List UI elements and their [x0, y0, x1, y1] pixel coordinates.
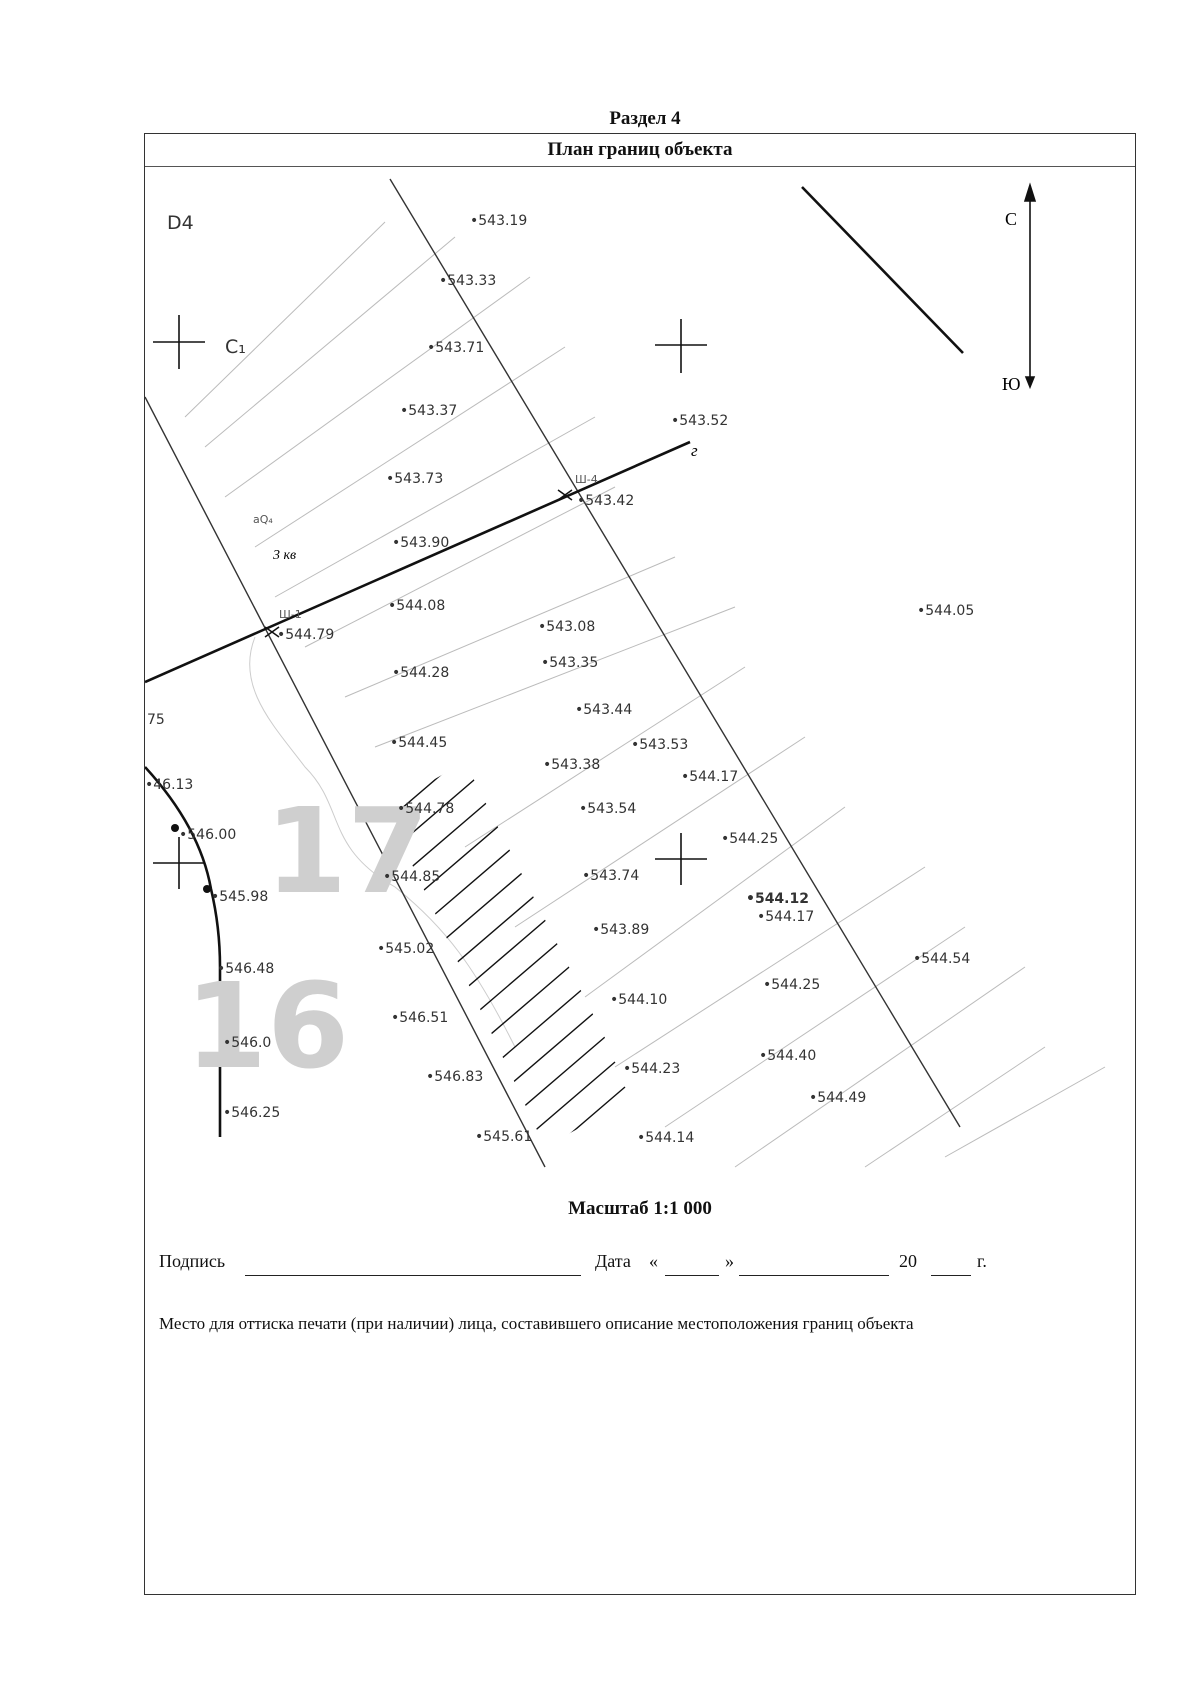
elevation-points: •543.19 •543.33 •543.71 •543.37 •543.73 …	[145, 213, 974, 1146]
elevation-point: •546.48	[217, 961, 274, 977]
elevation-point: •546.51	[391, 1010, 448, 1026]
elevation-point: •544.17	[757, 909, 814, 925]
year-line	[931, 1275, 971, 1276]
elevation-point: •543.35	[541, 655, 598, 671]
stamp-note: Место для оттиска печати (при наличии) л…	[159, 1314, 914, 1333]
elevation-point: •544.45	[390, 735, 447, 751]
scale-label: Масштаб 1:1 000	[568, 1198, 712, 1219]
quote-open: «	[649, 1251, 658, 1271]
elevation-point: •543.89	[592, 922, 649, 938]
elevation-point: •546.83	[426, 1069, 483, 1085]
road-boundary-right	[389, 178, 961, 1128]
elevation-point: •543.19	[470, 213, 527, 229]
station-right-label: Ш-4	[575, 473, 598, 486]
parcel-number-17: 17	[265, 782, 429, 920]
elevation-point: •544.14	[637, 1130, 694, 1146]
edge-label: 75	[147, 712, 165, 728]
road-boundary-left	[145, 396, 546, 1168]
north-label: С	[1005, 209, 1017, 229]
grid-crosses	[153, 315, 707, 889]
elevation-point: •544.08	[388, 598, 445, 614]
elevation-point: •543.71	[427, 340, 484, 356]
signature-line	[245, 1275, 581, 1276]
parcel-number-16: 16	[185, 957, 349, 1095]
boundary-point	[203, 885, 211, 893]
year-suffix: г.	[977, 1251, 987, 1271]
elevation-point: •545.61	[475, 1129, 532, 1145]
elevation-point: •546.0	[223, 1035, 271, 1051]
elevation-point: •546.25	[223, 1105, 280, 1121]
contour-label: aQ₄	[253, 513, 273, 526]
signature-row: Подпись Дата « » 20 г.	[159, 1251, 1119, 1281]
sheet-code: D4	[167, 212, 194, 234]
elevation-point: •46.13	[145, 777, 193, 793]
elevation-point: •543.38	[543, 757, 600, 773]
elevation-point: •543.73	[386, 471, 443, 487]
station-left-label: Ш-1	[279, 608, 302, 621]
boundary-plan-map: С Ю Ш-1 Ш-4 D4 C₁ aQ₄ 3 кв г 75 17 16 •5…	[145, 178, 1106, 1168]
elevation-point: •544.25	[721, 831, 778, 847]
elevation-point: •543.44	[575, 702, 632, 718]
elevation-point: •544.10	[610, 992, 667, 1008]
marker-c1: C₁	[225, 336, 246, 358]
elevation-point: •544.85	[383, 869, 440, 885]
document-frame: План границ объекта	[144, 133, 1136, 1595]
south-label: Ю	[1002, 374, 1021, 394]
elevation-point: •543.08	[538, 619, 595, 635]
grid-lines	[184, 221, 1106, 1168]
station-markers	[264, 489, 573, 638]
elevation-point: •545.98	[211, 889, 268, 905]
elevation-point: •543.53	[631, 737, 688, 753]
elevation-point: •543.74	[582, 868, 639, 884]
quote-close: »	[725, 1251, 734, 1271]
elevation-point: •544.49	[809, 1090, 866, 1106]
elevation-point: •544.40	[759, 1048, 816, 1064]
elevation-point: •543.54	[579, 801, 636, 817]
elevation-point: •544.79	[277, 627, 334, 643]
year-prefix: 20	[899, 1251, 917, 1271]
survey-line	[145, 440, 691, 684]
elevation-point: •544.54	[913, 951, 970, 967]
date-label: Дата	[595, 1251, 631, 1271]
elevation-point: •544.78	[397, 801, 454, 817]
elevation-point: •543.42	[577, 493, 634, 509]
plan-title: План границ объекта	[145, 134, 1135, 167]
elevation-point: •544.23	[623, 1061, 680, 1077]
elevation-point: •544.12	[746, 891, 809, 907]
elevation-point: •544.25	[763, 977, 820, 993]
month-line	[739, 1275, 889, 1276]
elevation-point: •543.33	[439, 273, 496, 289]
section-label: Раздел 4	[609, 108, 681, 129]
block-label: 3 кв	[272, 548, 296, 563]
elevation-point: •544.28	[392, 665, 449, 681]
elevation-point: •544.05	[917, 603, 974, 619]
elevation-point: •544.17	[681, 769, 738, 785]
signature-label: Подпись	[159, 1251, 226, 1271]
elevation-point: •546.00	[179, 827, 236, 843]
diagonal-line	[801, 186, 964, 354]
line-label: г	[691, 441, 698, 460]
elevation-point: •545.02	[377, 941, 434, 957]
north-arrow-icon	[1023, 182, 1037, 390]
boundary-point	[171, 824, 179, 832]
day-line	[665, 1275, 719, 1276]
elevation-point: •543.37	[400, 403, 457, 419]
elevation-point: •543.52	[671, 413, 728, 429]
elevation-point: •543.90	[392, 535, 449, 551]
